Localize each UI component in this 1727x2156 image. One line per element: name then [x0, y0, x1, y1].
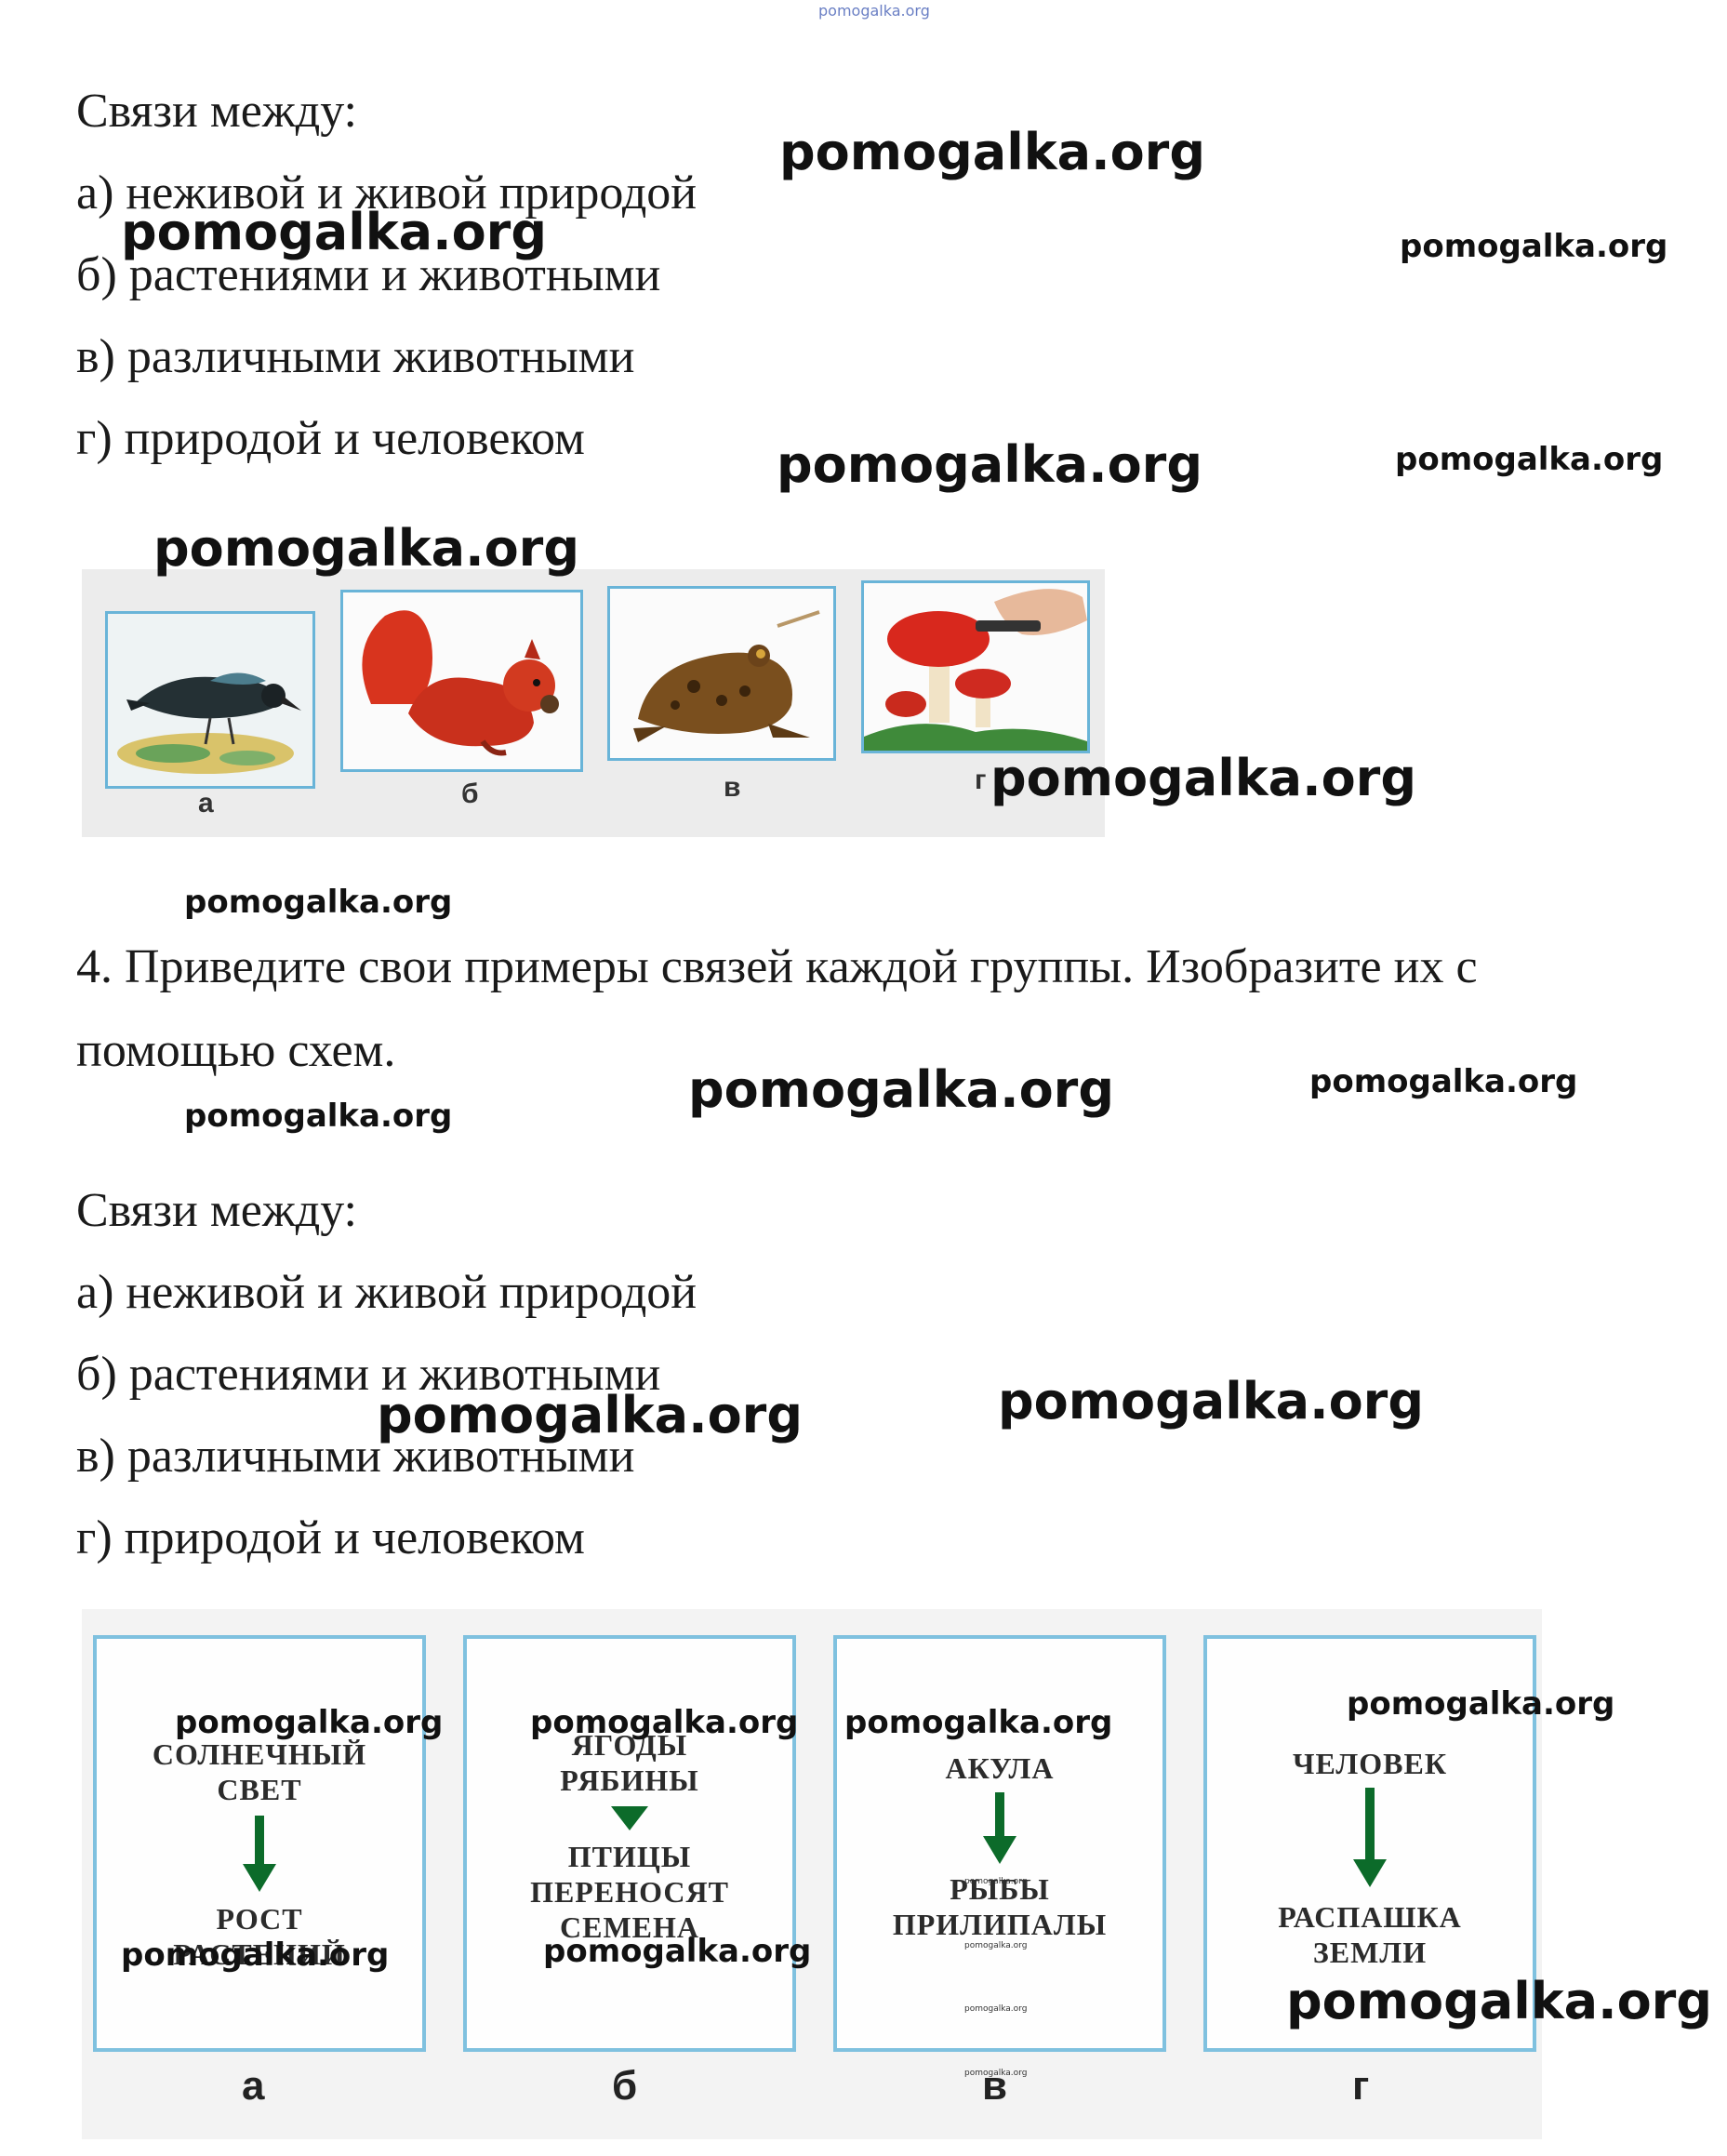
- scheme-b-to-2: ПЕРЕНОСЯТ: [530, 1875, 729, 1909]
- scheme-b-from-1: ЯГОДЫ: [571, 1728, 688, 1762]
- watermark: pomogalka.org: [175, 1704, 444, 1741]
- watermark: pomogalka.org: [377, 1386, 803, 1444]
- watermark: pomogalka.org: [121, 203, 547, 261]
- section1-item-g: г) природой и человеком: [76, 412, 585, 465]
- scheme-v-to-2: ПРИЛИПАЛЫ: [892, 1908, 1108, 1941]
- section1-item-a: а) неживой и живой природой: [76, 166, 697, 220]
- picture-label-a: а: [198, 788, 214, 818]
- watermark: pomogalka.org: [964, 1877, 1028, 1886]
- watermark: pomogalka.org: [153, 519, 579, 578]
- scheme-b-from-2: РЯБИНЫ: [560, 1763, 699, 1797]
- scheme-g-to-2: ЗЕМЛИ: [1312, 1936, 1428, 1969]
- watermark: pomogalka.org: [1309, 1063, 1578, 1100]
- watermark: pomogalka.org: [121, 1936, 390, 1974]
- task4-line2: помощью схем.: [76, 1024, 396, 1077]
- scheme-panel-g: ЧЕЛОВЕК РАСПАШКА ЗЕМЛИ: [1203, 1635, 1536, 2052]
- watermark: pomogalka.org: [990, 749, 1416, 807]
- watermark: pomogalka.org: [779, 123, 1205, 181]
- watermark: pomogalka.org: [184, 884, 453, 921]
- section1-item-v: в) различными животными: [76, 330, 635, 383]
- scheme-g-to-1: РАСПАШКА: [1278, 1900, 1462, 1934]
- section2-item-a: а) неживой и живой природой: [76, 1266, 697, 1319]
- watermark: pomogalka.org: [998, 1372, 1424, 1431]
- watermark: pomogalka.org: [964, 2004, 1028, 2014]
- scheme-a-to-1: РОСТ: [216, 1902, 303, 1936]
- scheme-a-from-2: СВЕТ: [217, 1773, 302, 1806]
- mushrooms-image: [864, 583, 1087, 751]
- scheme-g-from-1: ЧЕЛОВЕК: [1292, 1747, 1448, 1780]
- arrow-down-icon: [983, 1792, 1016, 1864]
- scheme-panel-b: ЯГОДЫ РЯБИНЫ ПТИЦЫ ПЕРЕНОСЯТ СЕМЕНА: [463, 1635, 796, 2052]
- schemes-area: СОЛНЕЧНЫЙ СВЕТ РОСТ РАСТЕНИЙ а ЯГОДЫ РЯБ…: [82, 1609, 1542, 2139]
- arrow-down-icon: [611, 1806, 648, 1830]
- task4-line1: 4. Приведите свои примеры связей каждой …: [76, 940, 1478, 993]
- bird-image: [108, 614, 312, 786]
- scheme-label-b: б: [612, 2063, 638, 2109]
- scheme-v-from-1: АКУЛА: [945, 1751, 1055, 1785]
- watermark: pomogalka.org: [1395, 441, 1664, 478]
- pictures-strip: а б в: [82, 569, 1105, 837]
- scheme-panel-a: СОЛНЕЧНЫЙ СВЕТ РОСТ РАСТЕНИЙ: [93, 1635, 426, 2052]
- picture-label-g: г: [975, 765, 987, 795]
- scheme-b-to-3: СЕМЕНА: [560, 1910, 699, 1944]
- scheme-b-to-1: ПТИЦЫ: [567, 1840, 692, 1873]
- scheme-label-a: а: [242, 2063, 265, 2109]
- picture-card-g: [861, 580, 1090, 753]
- squirrel-image: [343, 592, 580, 769]
- scheme-label-g: г: [1352, 2063, 1370, 2109]
- watermark: pomogalka.org: [964, 1941, 1028, 1950]
- picture-label-b: б: [461, 779, 479, 809]
- scheme-panel-v: АКУЛА РЫБЫ ПРИЛИПАЛЫ: [833, 1635, 1166, 2052]
- scheme-label-v: в: [982, 2063, 1008, 2109]
- scheme-v-to-1: РЫБЫ: [950, 1872, 1050, 1906]
- arrow-down-icon: [1353, 1788, 1387, 1887]
- watermark: pomogalka.org: [688, 1060, 1114, 1119]
- watermark: pomogalka.org: [530, 1704, 799, 1741]
- watermark: pomogalka.org: [184, 1098, 453, 1135]
- picture-card-v: [607, 586, 836, 761]
- watermark: pomogalka.org: [1400, 228, 1668, 265]
- section2-item-b: б) растениями и животными: [76, 1348, 661, 1401]
- section1-heading: Связи между:: [76, 85, 357, 138]
- section2-item-v: в) различными животными: [76, 1430, 635, 1483]
- top-watermark: pomogalka.org: [818, 2, 930, 20]
- picture-card-b: [340, 590, 583, 772]
- watermark: pomogalka.org: [1286, 1972, 1712, 2030]
- section2-heading: Связи между:: [76, 1184, 357, 1237]
- picture-label-v: в: [724, 772, 741, 803]
- watermark: pomogalka.org: [1347, 1685, 1615, 1723]
- watermark: pomogalka.org: [964, 2069, 1028, 2078]
- section1-item-b: б) растениями и животными: [76, 248, 661, 301]
- section2-item-g: г) природой и человеком: [76, 1511, 585, 1564]
- scheme-a-from-1: СОЛНЕЧНЫЙ: [152, 1737, 367, 1771]
- frog-image: [610, 589, 833, 758]
- watermark: pomogalka.org: [844, 1704, 1113, 1741]
- arrow-down-icon: [243, 1816, 276, 1892]
- scheme-a-to-2: РАСТЕНИЙ: [173, 1937, 346, 1971]
- picture-card-a: [105, 611, 315, 789]
- watermark: pomogalka.org: [777, 435, 1202, 494]
- watermark: pomogalka.org: [543, 1933, 812, 1970]
